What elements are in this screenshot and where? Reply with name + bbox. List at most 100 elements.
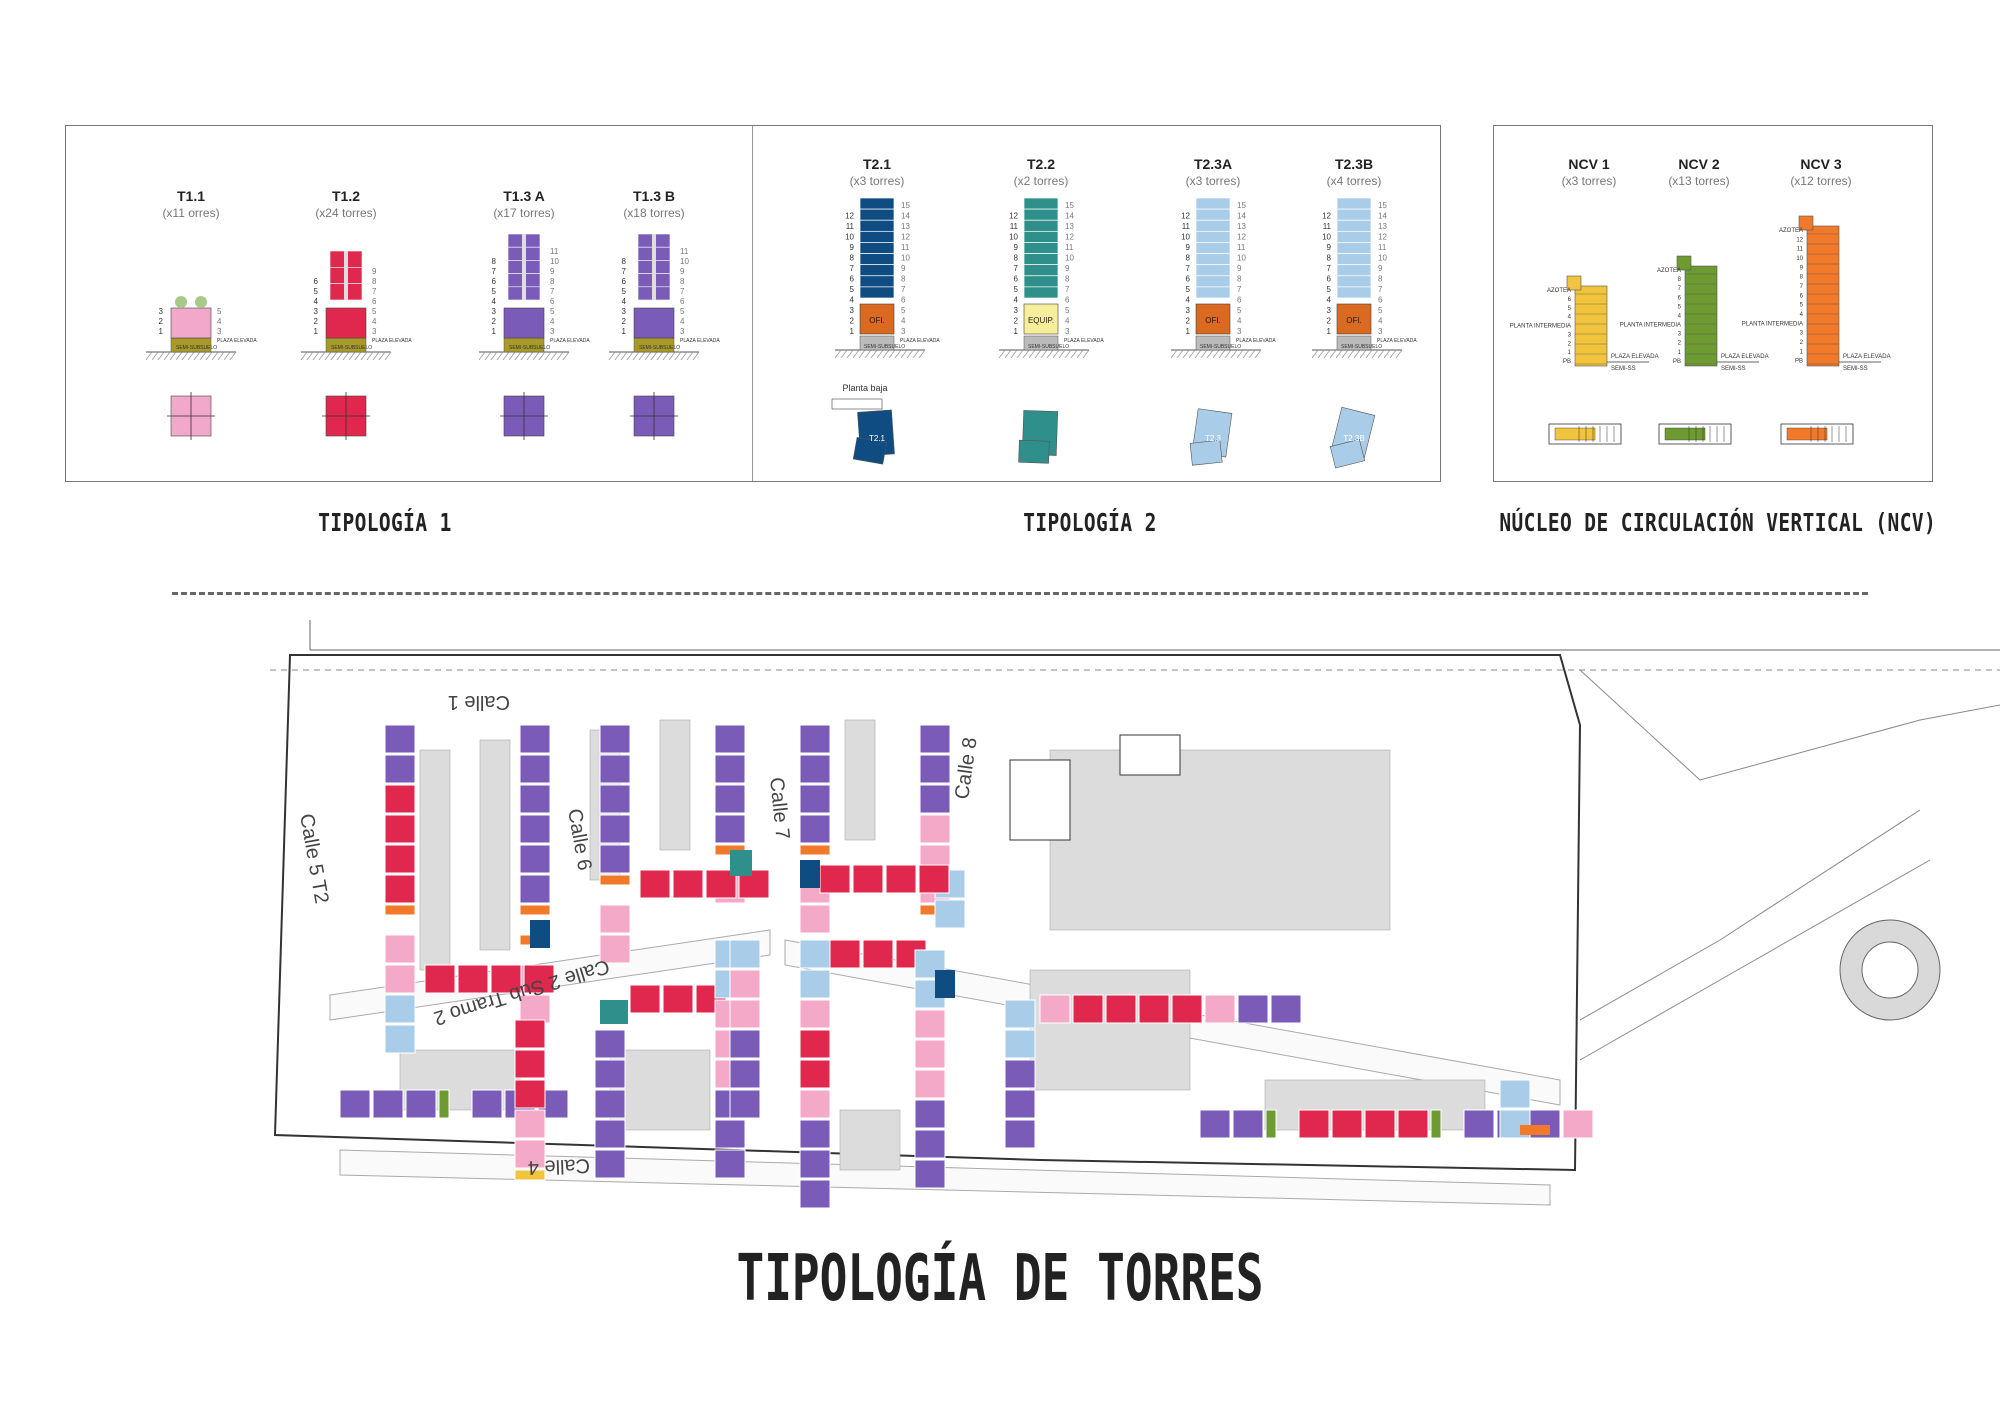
- tower-floor: [1336, 197, 1372, 210]
- tower-cell: [1237, 994, 1269, 1024]
- ground-hatch: [1028, 349, 1036, 359]
- base-block: [1195, 303, 1231, 335]
- tower-cell: [519, 874, 551, 904]
- floor-number: 10: [1237, 254, 1246, 263]
- tower-floor: [859, 264, 895, 277]
- tower-cell: [714, 724, 746, 754]
- ncv-semi-label: SEMI-SS: [1611, 366, 1636, 372]
- ground-hatch: [608, 351, 616, 361]
- floor-number: 12: [845, 212, 854, 221]
- tower-floor: [1023, 242, 1059, 254]
- plaza-label: PLAZA ELEVADA: [900, 338, 940, 344]
- building-footprint: [1049, 749, 1391, 931]
- floor-number: 12: [1378, 233, 1387, 242]
- ground-hatch: [1347, 349, 1355, 359]
- floor-plan-wing: [1018, 439, 1050, 464]
- ground-hatch: [674, 351, 682, 361]
- building-footprint: [479, 739, 511, 951]
- ground-hatch: [1254, 349, 1262, 359]
- ground-hatch: [1040, 349, 1048, 359]
- tower-cell: [384, 994, 416, 1024]
- tower-floor: [1023, 219, 1059, 232]
- floor-number: 5: [550, 307, 555, 316]
- floor-number: 1: [314, 327, 319, 336]
- floor-number: 1: [1186, 327, 1191, 336]
- ncv-level: 8: [1678, 277, 1682, 283]
- floor-number: 10: [550, 257, 559, 266]
- floor-number: 3: [1186, 306, 1191, 315]
- floor-number: 4: [372, 317, 377, 326]
- tower-floor: [859, 286, 895, 299]
- ncv-level: 11: [1797, 247, 1804, 253]
- existing-structure: [1009, 759, 1071, 841]
- ground-hatch: [1230, 349, 1238, 359]
- tower-cell: [1364, 1109, 1396, 1139]
- base-label: OFI.: [869, 316, 885, 325]
- ground-hatch: [632, 351, 640, 361]
- ground-hatch: [1212, 349, 1220, 359]
- tower-floor: [859, 197, 895, 210]
- floor-number: 7: [550, 287, 555, 296]
- floor-number: 7: [1237, 285, 1242, 294]
- floor-number: 3: [159, 307, 164, 316]
- tower-cell: [799, 754, 831, 784]
- tower-cell: [714, 754, 746, 784]
- semi-label: SEMI-SUBSUELO: [1028, 344, 1069, 350]
- tower-floor: [859, 275, 895, 288]
- ground-hatch: [1242, 349, 1250, 359]
- ground-hatch: [372, 351, 380, 361]
- floor-number: 6: [372, 297, 377, 306]
- floor-number: 4: [1014, 296, 1019, 305]
- floor-number: 3: [1014, 306, 1019, 315]
- floor-number: 3: [622, 307, 627, 316]
- floor-number: 13: [1378, 222, 1387, 231]
- tower-cell: [384, 874, 416, 904]
- building-footprint: [659, 719, 691, 851]
- typology-count: (x18 torres): [623, 206, 685, 220]
- ncv-name: NCV 2: [1678, 156, 1720, 172]
- plan-label: T2.3: [1205, 434, 1222, 443]
- floor-number: 4: [850, 296, 855, 305]
- ground-hatch: [1371, 349, 1379, 359]
- floor-number: 9: [1327, 243, 1332, 252]
- floor-number: 13: [901, 222, 910, 231]
- ground-hatch: [692, 351, 700, 361]
- ground-hatch: [1377, 349, 1385, 359]
- ground-hatch: [1329, 349, 1337, 359]
- ncv-level: 7: [1800, 284, 1804, 290]
- ncv-level: 8: [1800, 275, 1804, 281]
- floor-number: 4: [314, 297, 319, 306]
- semi-basement: [1023, 335, 1059, 351]
- floor-number: 11: [550, 247, 559, 256]
- ncv-1: NCV 1 (x3 torres): [1534, 156, 1644, 188]
- ncv-level: 4: [1678, 313, 1682, 319]
- floor-number: 8: [622, 257, 627, 266]
- floor-number: 6: [314, 277, 319, 286]
- semi-label: SEMI-SUBSUELO: [639, 345, 680, 351]
- plaza-label: PLAZA ELEVADA: [1236, 338, 1276, 344]
- dashed-separator: [172, 592, 1868, 595]
- ncv-shaft: [1684, 265, 1718, 367]
- tower-cell: [384, 904, 416, 916]
- ground-hatch: [175, 351, 183, 361]
- floor-number: 15: [1065, 201, 1074, 210]
- ground-hatch: [1311, 349, 1319, 359]
- section-title-ncv: NÚCLEO DE CIRCULACIÓN VERTICAL (NCV): [1499, 508, 1937, 537]
- ground-hatch: [1218, 349, 1226, 359]
- podium-block: [633, 307, 675, 339]
- floor-number: 3: [372, 327, 377, 336]
- tower-cell: [914, 1159, 946, 1189]
- floor-number: 4: [1378, 317, 1383, 326]
- floor-number: 9: [1237, 264, 1242, 273]
- base-block: [1336, 303, 1372, 335]
- floor-number: 6: [1327, 275, 1332, 284]
- floor-number: 7: [1186, 264, 1191, 273]
- tower-cell: [799, 814, 831, 844]
- ncv-level: 2: [1678, 341, 1682, 347]
- semi-label: SEMI-SUBSUELO: [1341, 344, 1382, 350]
- floor-number: 2: [622, 317, 627, 326]
- tower-cell: [1397, 1109, 1429, 1139]
- ncv-3: NCV 3 (x12 torres): [1766, 156, 1876, 188]
- ground-hatch: [342, 351, 350, 361]
